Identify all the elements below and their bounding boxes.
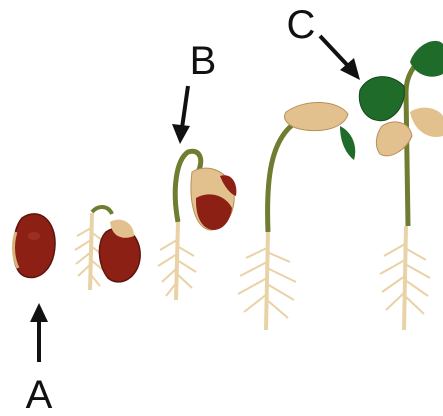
stage-radicle-emergence xyxy=(75,207,140,290)
stage-hypocotyl-hook xyxy=(158,151,236,300)
label-b: B xyxy=(190,39,217,83)
label-a: A xyxy=(26,373,53,416)
arrow-b xyxy=(172,86,190,144)
stage-mature-seedling xyxy=(359,41,443,330)
stage-seedling-emergence xyxy=(238,102,355,330)
arrow-a xyxy=(30,303,48,362)
arrow-c xyxy=(320,36,360,80)
label-c: C xyxy=(287,3,316,47)
stage-seed xyxy=(13,214,55,278)
